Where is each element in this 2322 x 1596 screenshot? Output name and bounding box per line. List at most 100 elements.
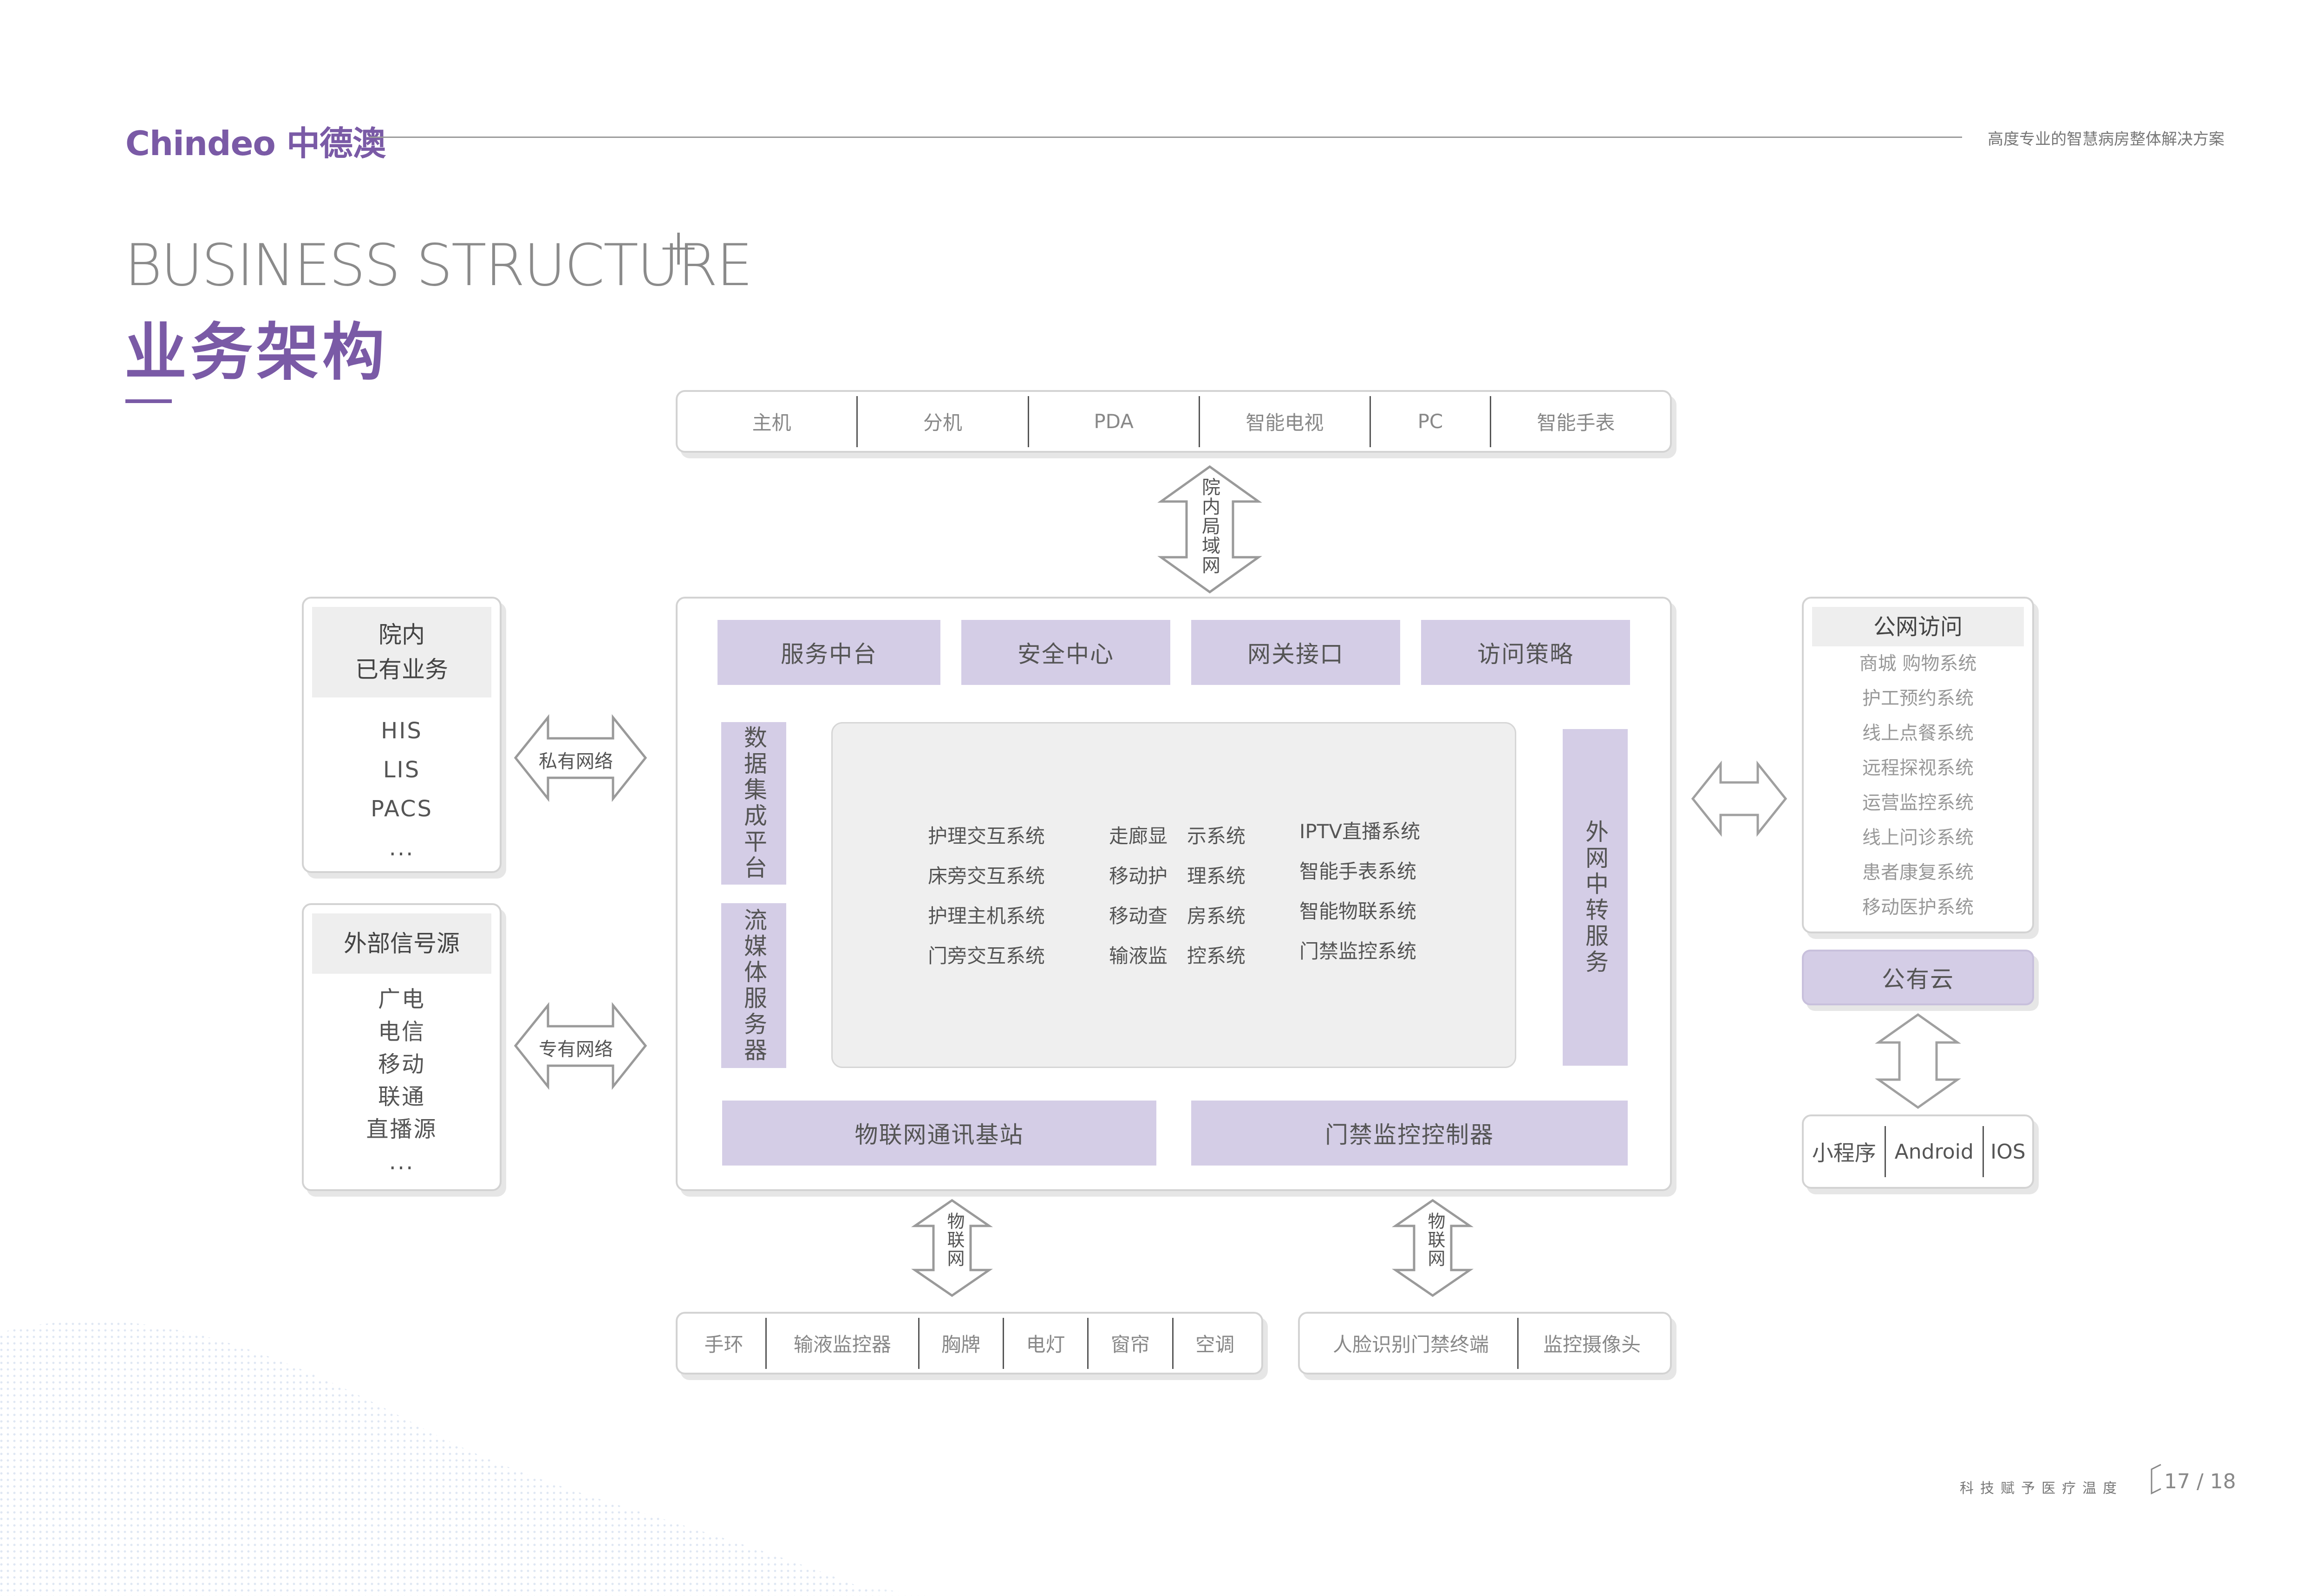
iot-device-bar: 手环 输液监控器 胸牌 电灯 窗帘 空调 <box>676 1312 1263 1375</box>
list-item: 直播源 <box>366 1116 437 1142</box>
system-item: 床旁交互系统 <box>928 865 1045 887</box>
footer-slogan: 科技赋予医疗温度 <box>1960 1480 2123 1497</box>
device-pda: PDA <box>1029 396 1200 447</box>
system-item: 智能手表系统 <box>1299 860 1417 883</box>
device-curtain: 窗帘 <box>1089 1317 1174 1369</box>
device-badge: 胸牌 <box>920 1317 1004 1369</box>
list-item: 电信 <box>378 1019 425 1045</box>
device-extension: 分机 <box>858 396 1029 447</box>
cloud-client-arrow <box>1875 1013 1961 1109</box>
systems-col-2: 走廊显 示系统 移动护 理系统 移动查 房系统 输液监 控系统 <box>1109 816 1246 976</box>
systems-panel: 护理交互系统 床旁交互系统 护理主机系统 门旁交互系统 走廊显 示系统 移动护 … <box>831 722 1516 1068</box>
device-light: 电灯 <box>1004 1317 1089 1369</box>
list-item: 移动 <box>378 1051 425 1077</box>
system-item: 门旁交互系统 <box>928 945 1045 967</box>
brand-logo: Chindeo 中德澳 <box>125 124 386 163</box>
iot-arrow-left <box>911 1199 993 1297</box>
client-mini-program: 小程序 <box>1804 1126 1886 1177</box>
lan-label: 院内局域网 <box>1199 477 1220 575</box>
list-item: PACS <box>371 796 433 822</box>
external-source-title: 外部信号源 <box>344 930 460 957</box>
device-host: 主机 <box>687 396 858 447</box>
title-underline <box>125 399 172 403</box>
device-surveillance-camera: 监控摄像头 <box>1543 1333 1641 1356</box>
dedicated-network-arrow <box>514 1002 647 1090</box>
list-item: 线上问诊系统 <box>1862 827 1974 848</box>
list-item: ... <box>389 835 415 861</box>
module-external-relay: 外网中转服务 <box>1563 729 1628 1066</box>
private-network-label: 私有网络 <box>539 751 613 772</box>
device-smart-watch: 智能手表 <box>1537 411 1615 434</box>
module-iot-base-station: 物联网通讯基站 <box>722 1101 1156 1166</box>
system-item: 门禁监控系统 <box>1299 940 1417 963</box>
list-item: 移动医护系统 <box>1862 897 1974 918</box>
system-item: 护理主机系统 <box>928 905 1045 927</box>
public-cloud: 公有云 <box>1802 950 2034 1005</box>
list-item: 商城 购物系统 <box>1859 653 1977 674</box>
internal-business-header: 院内 已有业务 <box>312 607 491 697</box>
public-access-panel: 公网访问 商城 购物系统 护工预约系统 线上点餐系统 远程探视系统 运营监控系统… <box>1802 597 2034 933</box>
page-bracket-icon <box>2151 1464 2161 1495</box>
device-face-access-terminal: 人脸识别门禁终端 <box>1304 1317 1519 1369</box>
system-item: 走廊显 示系统 <box>1109 825 1246 847</box>
list-item: 运营监控系统 <box>1862 792 1974 814</box>
client-bar: 小程序 Android IOS <box>1802 1114 2034 1189</box>
list-item: 联通 <box>378 1084 425 1110</box>
internal-business-list: HIS LIS PACS ... <box>312 711 491 867</box>
system-item: 移动护 理系统 <box>1109 865 1246 887</box>
list-item: LIS <box>383 757 421 783</box>
device-wristband: 手环 <box>682 1317 767 1369</box>
module-streaming-server: 流媒体服务器 <box>721 903 786 1068</box>
module-access-policy: 访问策略 <box>1421 620 1630 685</box>
list-item: 广电 <box>378 986 425 1012</box>
system-item: 输液监 控系统 <box>1109 945 1246 967</box>
list-item: 远程探视系统 <box>1862 757 1974 779</box>
header-tagline: 高度专业的智慧病房整体解决方案 <box>1988 130 2224 149</box>
client-android: Android <box>1886 1126 1984 1177</box>
iot-arrow-right <box>1391 1199 1474 1297</box>
iot-label-left: 物联网 <box>944 1212 965 1268</box>
device-smart-tv: 智能电视 <box>1200 396 1371 447</box>
system-item: 护理交互系统 <box>928 825 1045 847</box>
device-bar: 主机 分机 PDA 智能电视 PC 智能手表 <box>676 390 1672 453</box>
lan-double-arrow <box>1157 465 1262 594</box>
public-access-title: 公网访问 <box>1873 613 1963 640</box>
device-infusion-monitor: 输液监控器 <box>767 1317 920 1369</box>
public-access-header: 公网访问 <box>1812 607 2024 646</box>
title-chinese: 业务架构 <box>124 316 389 389</box>
dedicated-network-label: 专有网络 <box>539 1039 613 1060</box>
external-source-list: 广电 电信 移动 联通 直播源 ... <box>312 983 491 1178</box>
system-item: 智能物联系统 <box>1299 900 1417 923</box>
list-item: 线上点餐系统 <box>1862 723 1974 744</box>
systems-col-3: IPTV直播系统 智能手表系统 智能物联系统 门禁监控系统 <box>1299 812 1420 971</box>
module-security-center: 安全中心 <box>961 620 1170 685</box>
title-english: BUSINESS STRUCTURE <box>124 232 753 299</box>
module-data-integration: 数据集成平台 <box>721 722 786 885</box>
list-item: 护工预约系统 <box>1862 688 1974 709</box>
page-number: 17 / 18 <box>2164 1470 2236 1493</box>
iot-label-right: 物联网 <box>1425 1212 1445 1268</box>
system-item: IPTV直播系统 <box>1299 820 1421 843</box>
internal-business-title-line1: 院内 <box>378 621 425 648</box>
internal-business-title-line2: 已有业务 <box>355 656 448 683</box>
internal-business-panel: 院内 已有业务 HIS LIS PACS ... <box>302 597 502 873</box>
systems-col-1: 护理交互系统 床旁交互系统 护理主机系统 门旁交互系统 <box>928 816 1045 976</box>
list-item: HIS <box>381 718 423 744</box>
module-gateway-interface: 网关接口 <box>1191 620 1400 685</box>
system-item: 移动查 房系统 <box>1109 905 1246 927</box>
list-item: ... <box>389 1149 415 1175</box>
security-device-bar: 人脸识别门禁终端 监控摄像头 <box>1298 1312 1672 1375</box>
client-ios: IOS <box>1990 1140 2026 1164</box>
list-item: 患者康复系统 <box>1862 862 1974 883</box>
external-source-panel: 外部信号源 广电 电信 移动 联通 直播源 ... <box>302 903 502 1191</box>
device-pc: PC <box>1371 396 1491 447</box>
public-access-arrow <box>1691 760 1787 837</box>
title-plus: + <box>657 217 700 277</box>
public-access-list: 商城 购物系统 护工预约系统 线上点餐系统 远程探视系统 运营监控系统 线上问诊… <box>1812 646 2024 925</box>
dotted-wave-decoration <box>0 1321 929 1596</box>
external-source-header: 外部信号源 <box>312 913 491 974</box>
module-service-hub: 服务中台 <box>717 620 940 685</box>
header-rule <box>369 137 1962 138</box>
device-air-conditioner: 空调 <box>1195 1333 1235 1356</box>
private-network-arrow <box>514 714 647 802</box>
